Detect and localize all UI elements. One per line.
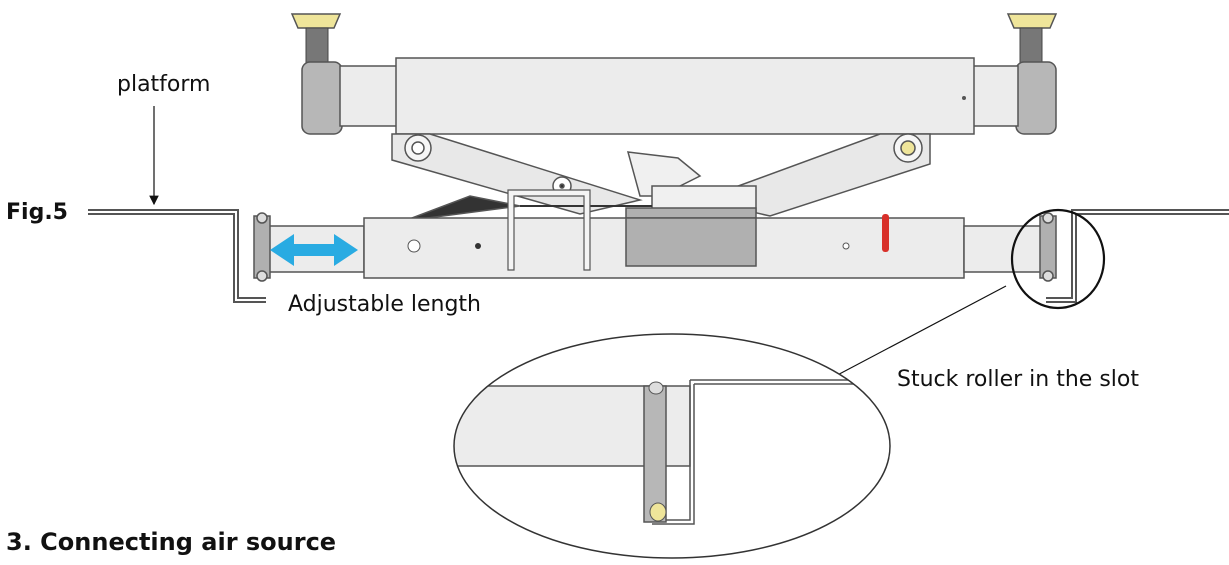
platform-line-right <box>1046 209 1229 303</box>
platform-line-left <box>88 209 266 303</box>
callout-arrow <box>826 285 1007 381</box>
magnified-inset <box>453 333 891 559</box>
right-roller <box>1039 212 1057 282</box>
adjustable-length-label: Adjustable length <box>288 292 481 317</box>
left-lift-pad <box>290 13 343 135</box>
stuck-roller-label: Stuck roller in the slot <box>897 367 1139 392</box>
upper-beam <box>339 57 1019 135</box>
right-lift-pad <box>1006 13 1058 135</box>
platform-label: platform <box>117 72 211 97</box>
left-roller <box>253 212 271 282</box>
highlight-circle <box>1010 208 1106 310</box>
section-heading: 3. Connecting air source <box>6 528 337 556</box>
figure-label: Fig.5 <box>6 200 68 225</box>
adjustable-length-arrow <box>270 234 358 266</box>
lower-frame <box>259 189 1047 279</box>
